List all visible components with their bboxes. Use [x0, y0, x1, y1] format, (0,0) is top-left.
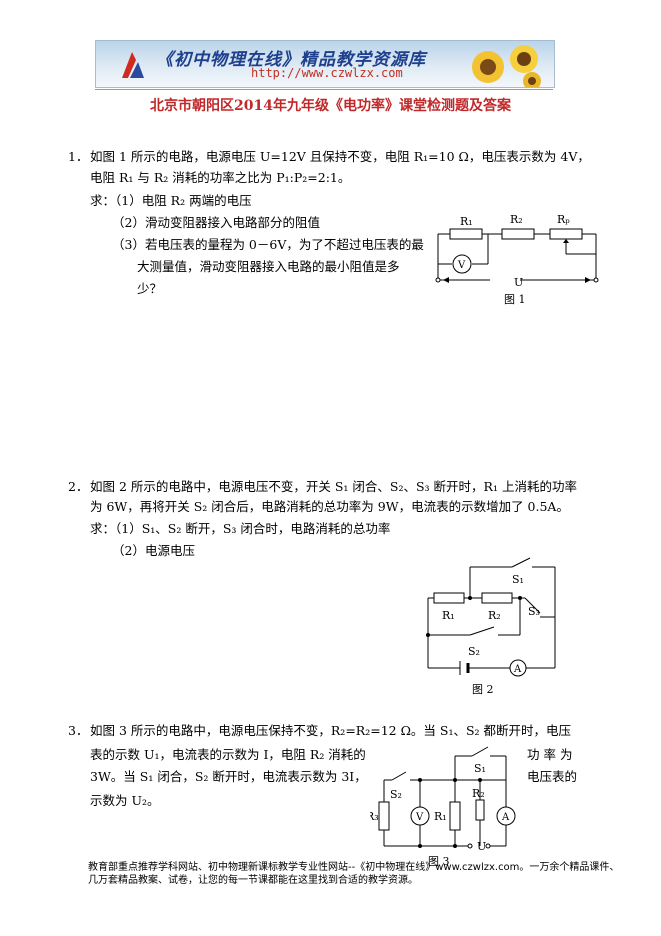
q2-line1: 如图 2 所示的电路中，电源电压不变，开关 S₁ 闭合、S₂、S₃ 断开时，R₁… [90, 479, 577, 494]
fig2-r1-label: R₁ [442, 609, 455, 622]
fig2-ammeter-label: A [513, 664, 522, 675]
fig2-s2-label: S₂ [468, 645, 480, 658]
q3-line4: 示数为 U₂。 [90, 793, 160, 808]
fig3-caption: 图 3 [428, 855, 450, 867]
q2-ask1: 求：（1）S₁、S₂ 断开，S₃ 闭合时，电路消耗的总功率 [90, 521, 391, 536]
site-banner: 《初中物理在线》精品教学资源库 http://www.czwlzx.com [95, 40, 555, 88]
document-title: 北京市朝阳区2014年九年级《电功率》课堂检测题及答案 [150, 98, 511, 114]
fig3-s1-label: S₁ [474, 762, 486, 775]
fig1-u-label: U [514, 276, 523, 289]
fig3-r3-label: R₃ [370, 810, 379, 823]
fig2-r2-label: R₂ [488, 609, 501, 622]
fig1-caption: 图 1 [504, 293, 526, 306]
q3-line2a: 表的示数 U₁，电流表的示数为 I，电阻 R₂ 消耗的 [90, 747, 366, 762]
sunflower-icon [472, 45, 541, 87]
q1-ask3b: 大测量值，滑动变阻器接入电路的最小阻值是多 [137, 259, 400, 274]
q1-line1: 如图 1 所示的电路，电源电压 U=12V 且保持不变，电阻 R₁=10 Ω，电… [90, 149, 590, 164]
q3-line1: 如图 3 所示的电路中，电源电压保持不变，R₂=R₂=12 Ω。当 S₁、S₂ … [90, 723, 572, 738]
footer-line2: 几万套精品教案、试卷，让您的每一节课都能在这里找到合适的教学资源。 [88, 875, 418, 886]
q2-ask2: （2）电源电压 [112, 543, 195, 558]
q3-number: 3． [68, 723, 89, 738]
q1-ask3a: （3）若电压表的量程为 0－6V，为了不超过电压表的最 [112, 237, 424, 252]
banner-url[interactable]: http://www.czwlzx.com [251, 66, 403, 80]
fig1-rp-label: Rₚ [557, 213, 570, 226]
fig3-voltmeter-label: V [415, 812, 424, 823]
fig3-r2-label: R₂ [472, 787, 485, 800]
fig3-s2-label: S₂ [390, 788, 402, 801]
figure-1-circuit: R₁ R₂ Rₚ V U 图 1 [435, 213, 599, 306]
footer-line1: 教育部重点推荐学科网站、初中物理新课标教学专业性网站--《初中物理在线》www.… [88, 862, 620, 873]
fig1-voltmeter-label: V [457, 260, 466, 271]
header-rule [95, 89, 553, 90]
q1-ask2: （2）滑动变阻器接入电路部分的阻值 [112, 215, 320, 230]
fig1-r1-label: R₁ [460, 215, 473, 228]
fig2-s1-label: S₁ [512, 573, 524, 586]
footer: 教育部重点推荐学科网站、初中物理新课标教学专业性网站--《初中物理在线》www.… [88, 861, 619, 887]
banner-title: 《初中物理在线》精品教学资源库 [156, 50, 426, 70]
figure-2-circuit: S₁ S₃ R₁ R₂ S₂ A 图 2 [426, 557, 556, 696]
fig3-r1-label: R₁ [434, 810, 447, 823]
figure-3-circuit: S₁ S₂ R₂ R₃ R₁ V A U 图 3 [370, 746, 516, 867]
fig3-u-label: U [477, 840, 486, 853]
q1-ask3c: 少？ [137, 281, 163, 296]
q1-line2: 电阻 R₁ 与 R₂ 消耗的功率之比为 P₁:P₂=2:1。 [90, 170, 351, 185]
q1-ask1: 求：（1）电阻 R₂ 两端的电压 [90, 193, 252, 208]
q3-line3b: 电压表的 [527, 769, 578, 784]
q2-number: 2． [68, 479, 89, 494]
site-logo-icon [122, 52, 144, 78]
fig2-s3-label: S₃ [528, 605, 540, 618]
fig3-ammeter-label: A [501, 812, 510, 823]
fig2-caption: 图 2 [472, 683, 494, 696]
q1-number: 1． [68, 149, 89, 164]
q2-line2: 为 6W，再将开关 S₂ 闭合后，电路消耗的总功率为 9W，电流表的示数增加了 … [90, 499, 569, 514]
q3-line2b: 功 率 为 [527, 747, 573, 762]
q3-line3a: 3W。当 S₁ 闭合，S₂ 断开时，电流表示数为 3I， [90, 769, 367, 784]
fig1-r2-label: R₂ [510, 213, 523, 226]
